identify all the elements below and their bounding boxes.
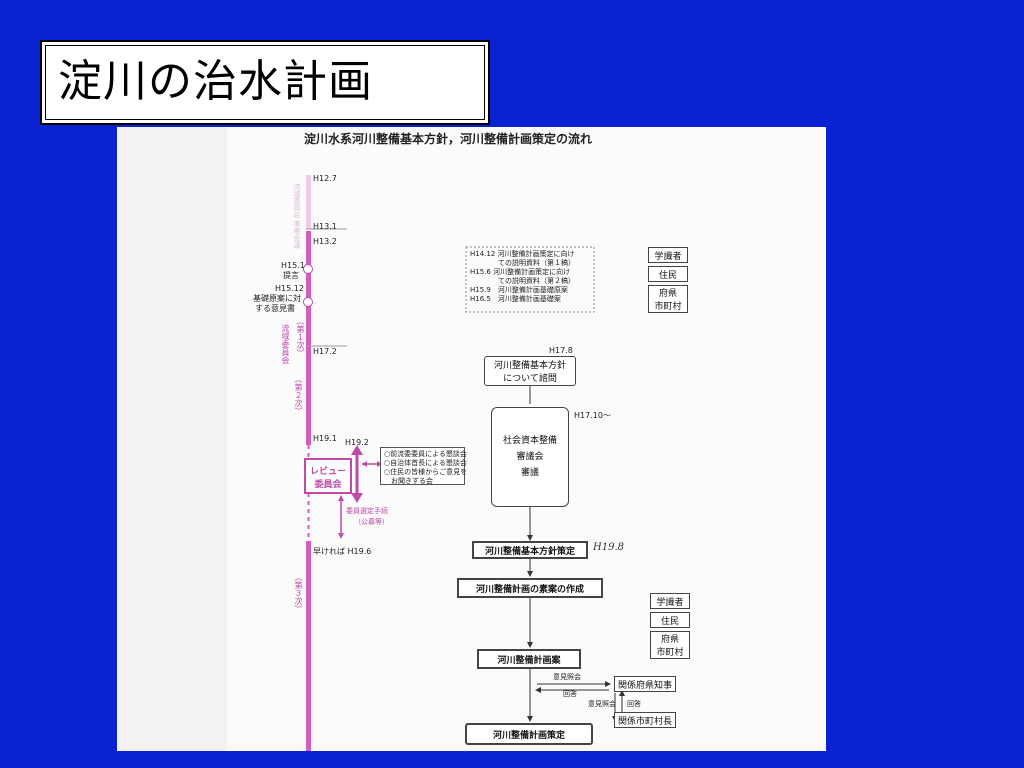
diagram-heading: 淀川水系河川整備基本方針，河川整備計画策定の流れ <box>304 132 593 146</box>
date-h15-12: H15.12 <box>275 284 304 293</box>
review-notes-box: ○前流委委員による懇談会 ○自治体首長による懇談会 ○住民の皆様からご意見を お… <box>380 447 468 485</box>
flow-text: について諮問 <box>503 374 557 384</box>
flow-box-shimon: 河川整備基本方針 について諮問 <box>484 356 576 386</box>
label-ryuiki-iinkai: 流域委員会 <box>281 324 290 364</box>
date-h19-1: H19.1 <box>313 434 337 443</box>
label-iken-shokai-2: 意見照会 <box>588 700 616 708</box>
label-kiso-iken-2: する意見書 <box>255 304 295 313</box>
slide-title-box: 淀川の治水計画 <box>40 40 490 125</box>
review-note: ○前流委委員による懇談会 <box>384 450 467 458</box>
timeline-bar-upper <box>306 231 311 445</box>
explanation-notes: H14.12 河川整備計画策定に向け ての説明資料（第１稿） H15.6 河川整… <box>470 250 575 304</box>
label-dai1ji: （第１次） <box>296 317 305 357</box>
diagram-lines <box>306 175 625 751</box>
flow-box-chiji: 関係府県知事 <box>614 676 676 692</box>
explanation-note: ての説明資料（第１稿） <box>470 259 575 267</box>
stakeholder-label: 市町村 <box>654 302 682 312</box>
flow-box-soan: 河川整備計画の素案の作成 <box>457 578 603 598</box>
explanation-note: H16.5 河川整備計画基礎案 <box>470 295 561 303</box>
review-note: ○住民の皆様からご意見を <box>384 468 468 476</box>
explanation-note: H15.6 河川整備計画策定に向け <box>470 268 571 276</box>
stakeholder-box-gakushiki: 学識者 <box>650 593 690 609</box>
date-h13-2: H13.2 <box>313 237 337 246</box>
date-h17-2: H17.2 <box>313 347 337 356</box>
date-h12-7: H12.7 <box>313 174 337 183</box>
faded-committee-label: 流域委員会 準備会議 <box>293 183 301 249</box>
review-committee-label-1: レビュー <box>309 467 346 477</box>
stakeholder-box-jumin: 住民 <box>650 612 690 628</box>
flow-box-keikaku-an: 河川整備計画案 <box>477 649 581 669</box>
date-h15-1: H15.1 <box>281 261 305 270</box>
flow-text: 審議 <box>520 468 539 478</box>
date-hayakereba: 早ければ H19.6 <box>313 547 372 556</box>
date-h19-2: H19.2 <box>345 438 369 447</box>
flow-text: 社会資本整備 <box>502 436 557 446</box>
label-dai3ji: （第３次） <box>294 573 303 613</box>
review-committee-box: レビュー 委員会 <box>304 458 352 494</box>
flow-box-council: 社会資本整備 審議会 審議 <box>491 407 569 507</box>
milestone-marker-teigen <box>303 264 313 274</box>
review-note: ○自治体首長による懇談会 <box>384 459 467 467</box>
label-sentei-1: 委員選定手続 <box>346 507 388 515</box>
review-committee-label-2: 委員会 <box>314 480 342 490</box>
label-iken-shokai-1: 意見照会 <box>553 673 581 681</box>
review-note: お聞きする会 <box>384 477 433 485</box>
date-h17-10: H17.10〜 <box>574 411 611 420</box>
timeline-bar-faded <box>306 175 311 229</box>
scan-left-margin <box>117 127 227 751</box>
flow-box-chouson: 関係市町村長 <box>614 712 676 728</box>
stakeholder-box-fuken: 府県 市町村 <box>648 285 688 313</box>
stakeholder-label: 市町村 <box>656 648 684 658</box>
label-teigen: 提言 <box>283 271 299 280</box>
explanation-note: H14.12 河川整備計画策定に向け <box>470 250 575 258</box>
stakeholder-box-fuken: 府県 市町村 <box>650 631 690 659</box>
flow-box-houshin-sakutei: 河川整備基本方針策定 <box>472 541 588 559</box>
stakeholder-label: 府県 <box>658 289 677 299</box>
slide-title: 淀川の治水計画 <box>58 56 373 107</box>
flow-box-keikaku-sakutei: 河川整備計画策定 <box>465 723 593 745</box>
flow-diagram-image: 淀川水系河川整備基本方針，河川整備計画策定の流れ 流域委員会 準備会議 H12.… <box>117 127 826 751</box>
label-kiso-iken-1: 基礎原案に対 <box>253 294 301 303</box>
flow-text: 河川整備基本方針 <box>493 361 566 371</box>
stakeholder-box-jumin: 住民 <box>648 266 688 282</box>
stakeholder-label: 府県 <box>660 635 679 645</box>
date-h17-8: H17.8 <box>549 346 573 355</box>
timeline-bar-lower <box>306 541 311 751</box>
stakeholder-box-gakushiki: 学識者 <box>648 247 688 263</box>
label-dai2ji: （第２次） <box>294 375 303 415</box>
date-h13-1: H13.1 <box>313 222 337 231</box>
explanation-note: ての説明資料（第２稿） <box>470 277 575 285</box>
label-sentei-2: （公募等） <box>354 518 389 526</box>
explanation-note: H15.9 河川整備計画基礎原案 <box>470 286 568 294</box>
flow-text: 審議会 <box>516 452 544 462</box>
milestone-marker-opinion <box>303 297 313 307</box>
label-kaitou-2: 回答 <box>627 700 641 708</box>
handwritten-date: H19.8 <box>593 542 624 553</box>
label-kaitou-1: 回答 <box>563 690 577 698</box>
